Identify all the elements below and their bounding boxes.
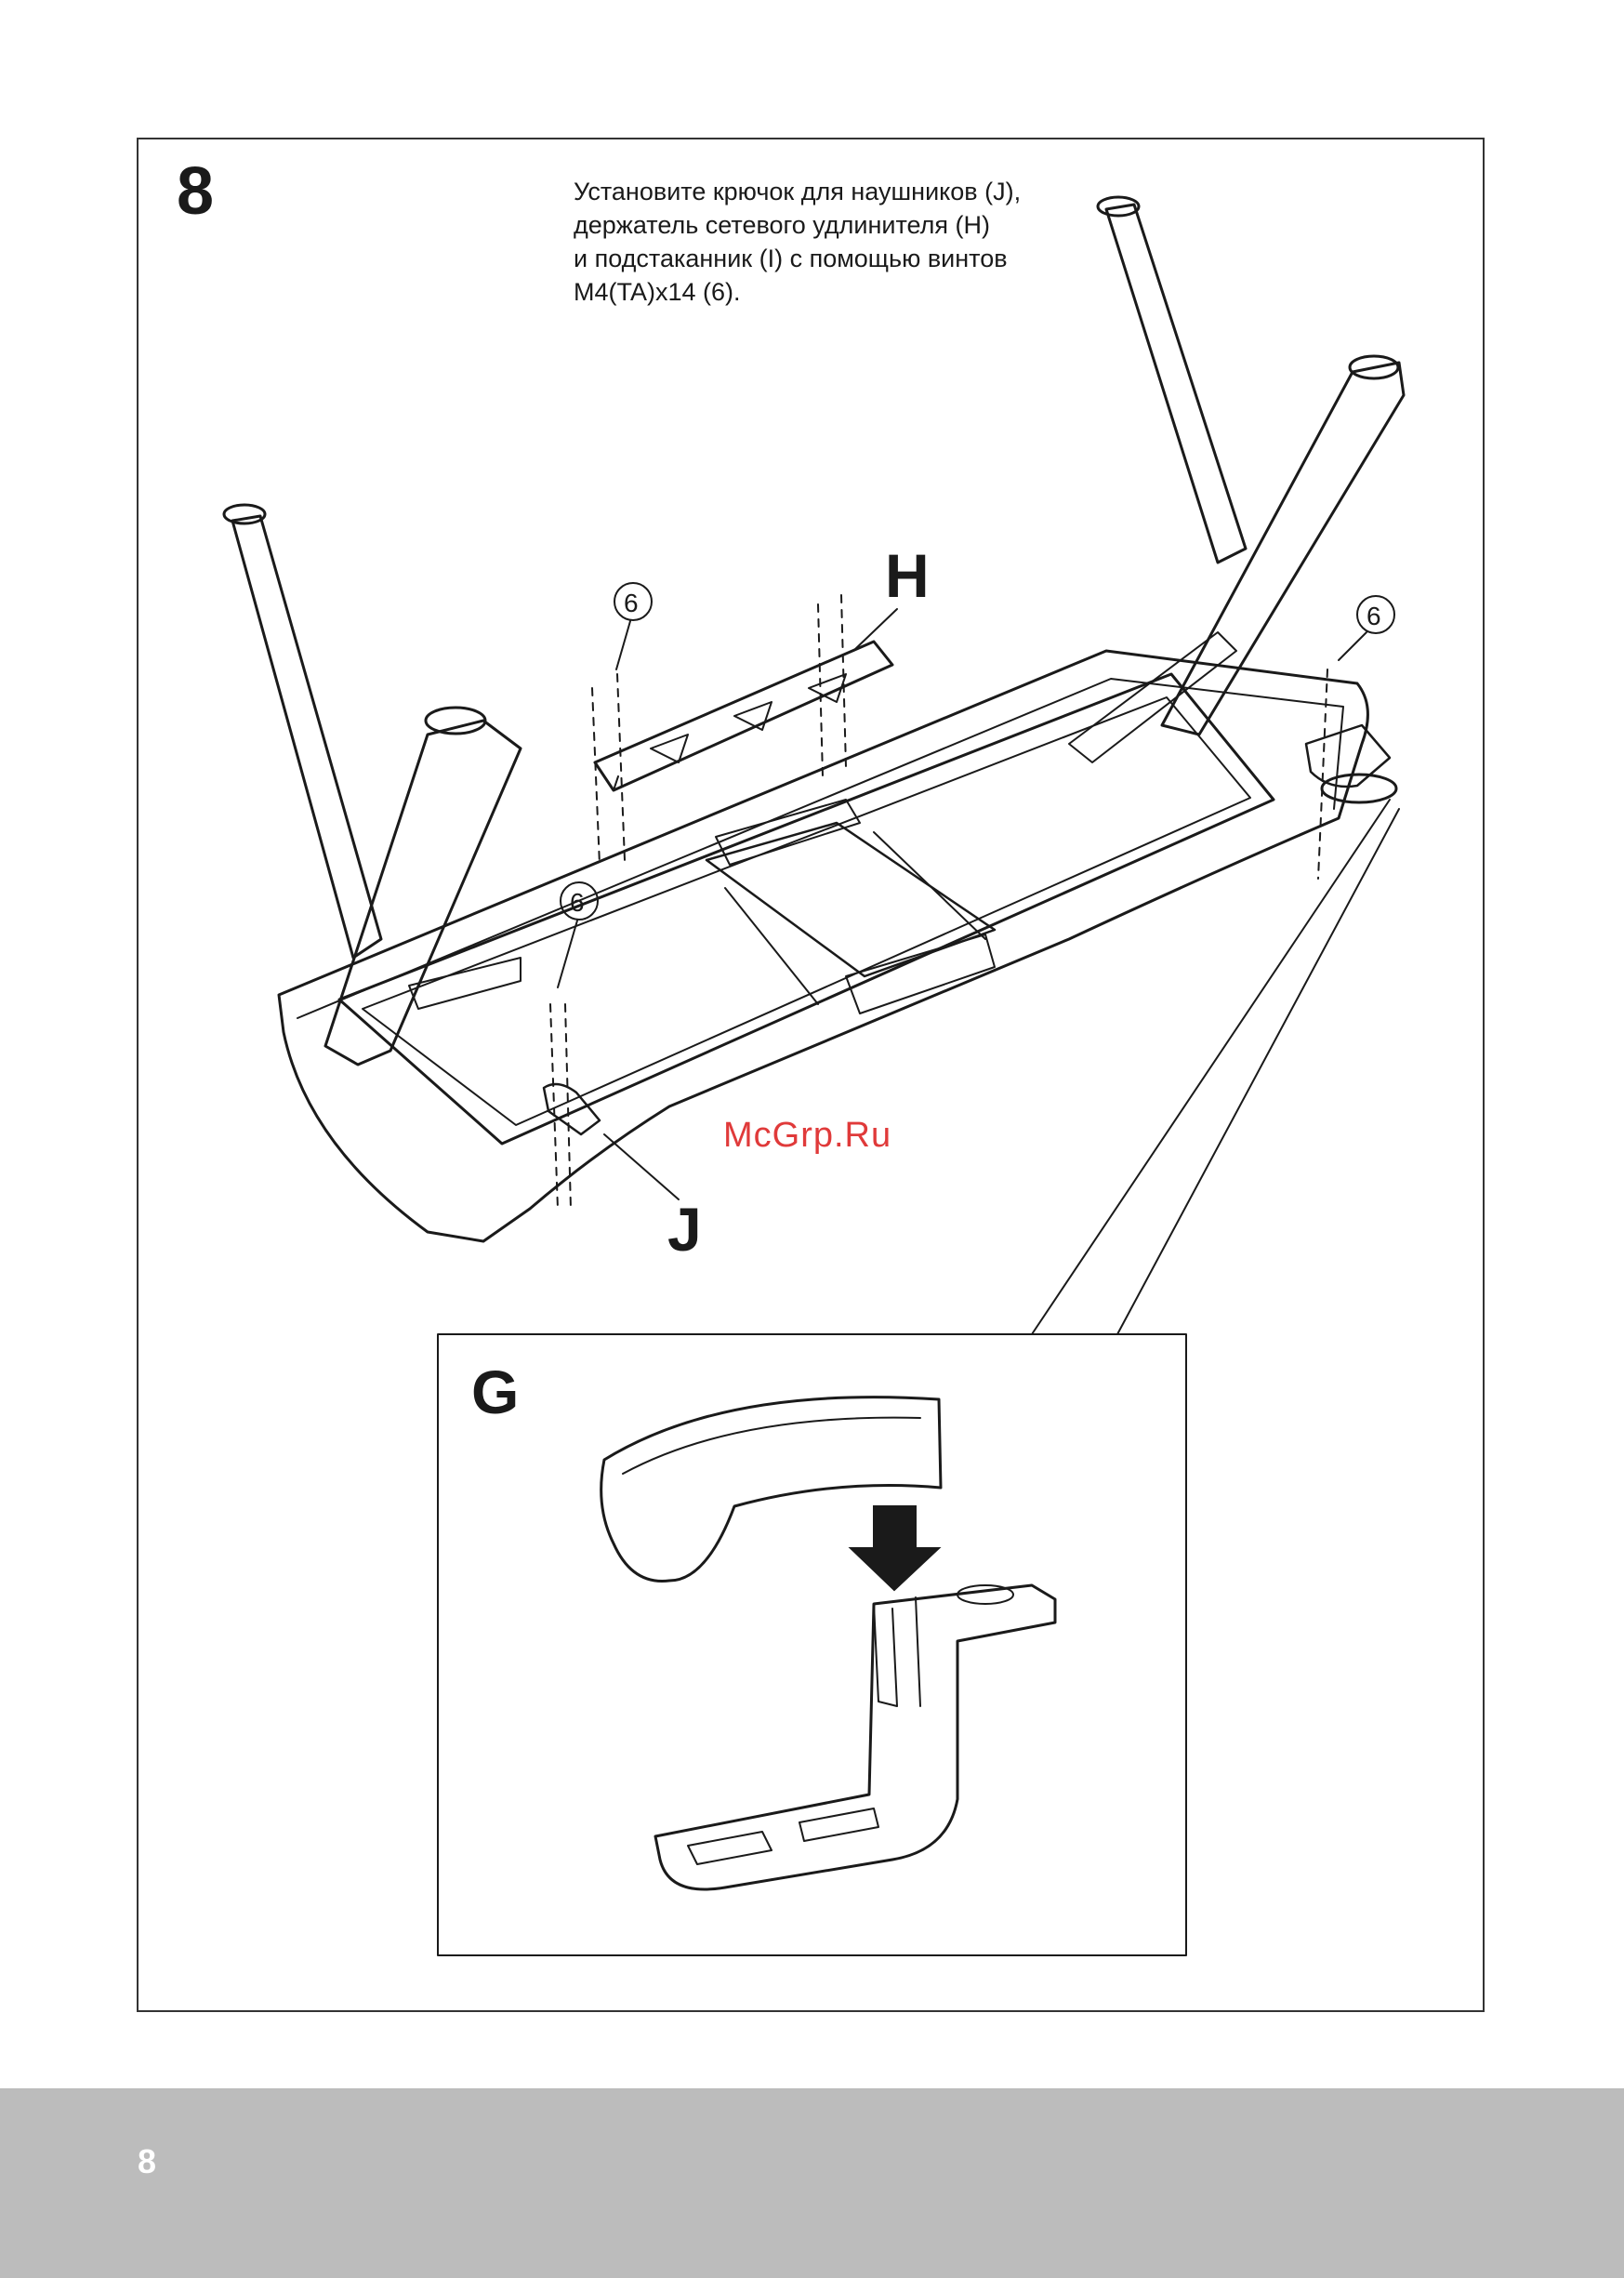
part-label-h: H: [885, 541, 930, 610]
watermark: McGrp.Ru: [723, 1116, 891, 1156]
leg-front-right: [1162, 363, 1404, 735]
screw-label: 6: [624, 589, 639, 617]
leg-back-left: [232, 516, 381, 958]
down-arrow-icon: [851, 1506, 939, 1590]
detail-g-box: [438, 1334, 1186, 1955]
screw-label: 6: [1367, 602, 1381, 630]
page-footer: 8: [0, 2088, 1624, 2278]
page-number: 8: [138, 2142, 156, 2181]
screw-label: 6: [570, 888, 585, 917]
leg-back-right: [1106, 205, 1246, 563]
part-label-j: J: [667, 1195, 702, 1264]
clamp-bracket: [655, 1585, 1055, 1889]
detail-label-g: G: [471, 1358, 519, 1426]
cable-tray-h: [595, 642, 892, 790]
